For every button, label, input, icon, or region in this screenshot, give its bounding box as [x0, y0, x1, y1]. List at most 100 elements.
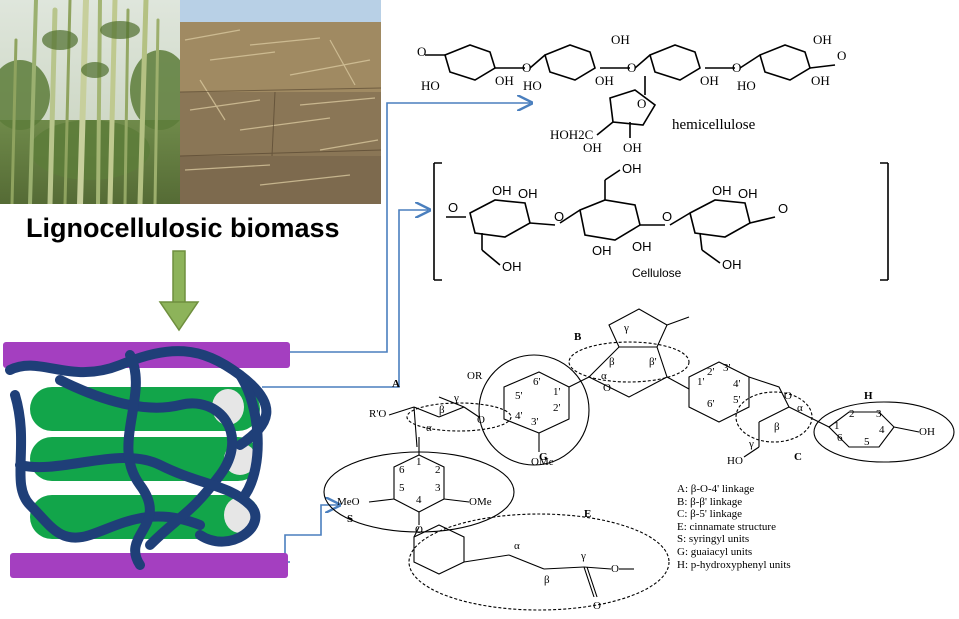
cell-o-4: O	[778, 201, 788, 216]
lignin-strands	[5, 346, 272, 570]
greek-gamma-a: γ	[453, 392, 459, 404]
c-num-6p: 6'	[707, 398, 715, 410]
unit-b-label: B	[574, 331, 582, 343]
group-meo: MeO	[337, 496, 360, 508]
cell-oh-9: OH	[722, 257, 742, 272]
down-arrow-icon	[158, 250, 200, 332]
h-num-4: 4	[879, 424, 885, 436]
s-num-1: 1	[416, 456, 422, 468]
hemi-o-6: O	[637, 96, 646, 111]
g-num-6p: 6'	[533, 376, 541, 388]
cellulose-structure: O OH OH OH O OH OH OH O OH OH OH O Cellu…	[433, 161, 889, 281]
s-num-6: 6	[399, 464, 405, 476]
hemi-hoh2c: HOH2C	[550, 127, 593, 142]
group-o-e: O	[611, 563, 619, 575]
group-o-c: O	[784, 390, 792, 402]
lignin-structure: A B C E G H S OR R'O OMe MeO OMe OH HO O…	[323, 308, 955, 612]
unit-s-label: S	[347, 513, 353, 525]
hemi-o-4: O	[732, 60, 741, 75]
g-num-4p: 4'	[515, 410, 523, 422]
g-num-5p: 5'	[515, 390, 523, 402]
g-num-1p: 1'	[553, 386, 561, 398]
hemi-oh-5: OH	[813, 32, 832, 47]
arrow-to-hemicellulose	[290, 103, 530, 353]
greek-alpha-a: α	[426, 422, 432, 434]
greek-gamma-b: γ	[623, 322, 629, 334]
legend-item: E: cinnamate structure	[677, 520, 776, 533]
cell-oh-6: OH	[632, 239, 652, 254]
group-o-g: O	[477, 414, 485, 426]
cell-o-2: O	[554, 209, 564, 224]
greek-alpha-b: α	[601, 370, 607, 382]
linkage-legend: A: β-O-4' linkage B: β-β' linkage C: β-5…	[677, 483, 791, 571]
unit-g-label: G	[539, 451, 548, 463]
hemi-oh-2: OH	[595, 73, 614, 88]
cell-oh-5: OH	[592, 243, 612, 258]
cell-oh-4: OH	[622, 161, 642, 176]
hemi-o-1: O	[417, 44, 426, 59]
c-num-1p: 1'	[697, 376, 705, 388]
arrow-to-cellulose	[262, 210, 428, 388]
page-title: Lignocellulosic biomass	[26, 213, 340, 243]
purple-bar-bottom	[10, 553, 288, 578]
unit-h-label: H	[864, 390, 873, 402]
hemi-ho-3: HO	[737, 78, 756, 93]
cell-oh-2: OH	[518, 186, 538, 201]
g-num-2p: 2'	[553, 402, 561, 414]
cell-oh-7: OH	[712, 183, 732, 198]
legend-item: A: β-O-4' linkage	[677, 483, 755, 495]
s-num-2: 2	[435, 464, 441, 476]
cell-oh-3: OH	[502, 259, 522, 274]
greek-beta-a: β	[439, 404, 445, 416]
unit-a-label: A	[392, 378, 400, 390]
bamboo-photo	[0, 0, 180, 204]
c-num-2p: 2'	[707, 366, 715, 378]
greek-betaprime-b: β'	[649, 356, 657, 368]
h-num-6: 6	[837, 432, 843, 444]
hemi-oh-7: OH	[583, 140, 602, 155]
straw-bales-photo	[180, 0, 381, 204]
s-num-4: 4	[416, 494, 422, 506]
group-o-s: O	[415, 524, 423, 536]
hemi-o-5: O	[837, 48, 846, 63]
unit-c-label: C	[794, 451, 802, 463]
hemi-oh-6: OH	[811, 73, 830, 88]
hemicellulose-structure: O HO OH O HO OH OH O OH O HO OH OH O O H…	[417, 32, 846, 155]
group-ome-s: OMe	[469, 496, 492, 508]
greek-gamma-e: γ	[580, 550, 586, 562]
cell-o-1: O	[448, 200, 458, 215]
fiber-schematic	[3, 342, 290, 578]
s-num-5: 5	[399, 482, 405, 494]
greek-alpha-e: α	[514, 540, 520, 552]
h-num-5: 5	[864, 436, 870, 448]
h-num-1: 1	[834, 420, 840, 432]
greek-beta-c: β	[774, 421, 780, 433]
legend-item: S: syringyl units	[677, 533, 750, 546]
group-ho-c: HO	[727, 455, 743, 467]
group-o-b: O	[603, 382, 611, 394]
group-ro: R'O	[369, 408, 386, 420]
legend-item: H: p-hydroxyphenyl units	[677, 558, 791, 571]
cell-oh-8: OH	[738, 186, 758, 201]
h-num-2: 2	[849, 408, 855, 420]
legend-item: B: β-β' linkage	[677, 495, 743, 508]
group-o-e2: O	[593, 600, 601, 612]
group-oh-h: OH	[919, 426, 935, 438]
c-num-5p: 5'	[733, 394, 741, 406]
greek-alpha-c: α	[797, 402, 803, 414]
g-num-3p: 3'	[531, 416, 539, 428]
hemi-oh-8: OH	[623, 140, 642, 155]
legend-item: G: guaiacyl units	[677, 545, 753, 558]
h-num-3: 3	[876, 408, 882, 420]
hemi-oh-3: OH	[611, 32, 630, 47]
c-num-4p: 4'	[733, 378, 741, 390]
hemi-ho-2: HO	[523, 78, 542, 93]
hemi-oh-4: OH	[700, 73, 719, 88]
group-or: OR	[467, 370, 483, 382]
hemi-oh-1: OH	[495, 73, 514, 88]
hemi-ho-1: HO	[421, 78, 440, 93]
unit-e-label: E	[584, 508, 591, 520]
greek-beta-e: β	[544, 574, 550, 586]
group-ome-g: OMe	[531, 456, 554, 468]
